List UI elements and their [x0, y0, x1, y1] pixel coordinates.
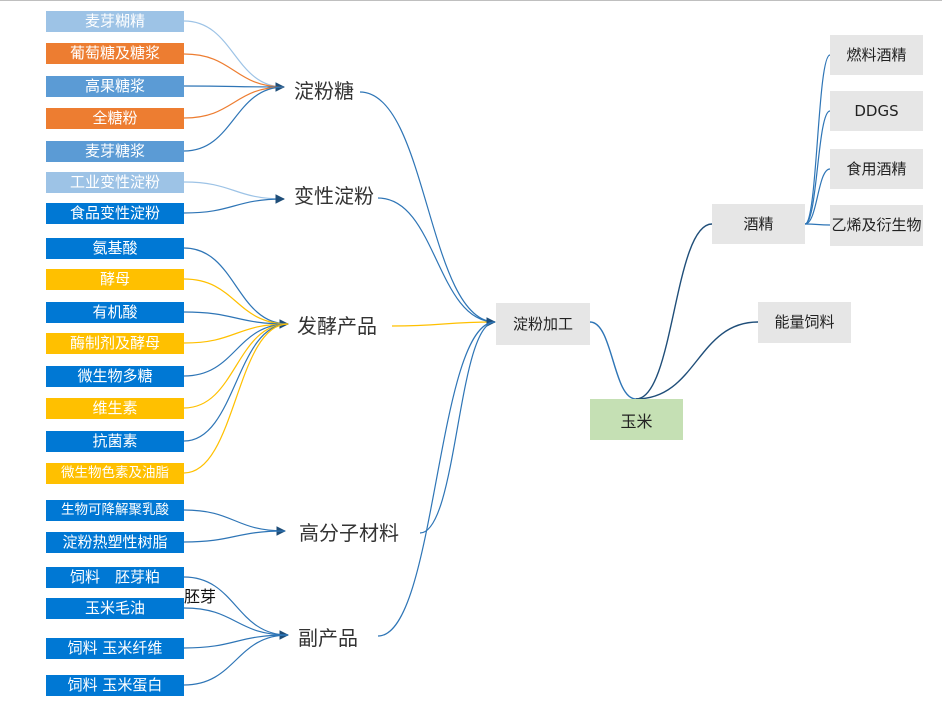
edge-modified-1	[183, 194, 285, 214]
edge-starch-sugar-3	[183, 86, 285, 119]
leaf-yeast: 酵母	[46, 269, 184, 290]
leaf-vitamin: 维生素	[46, 398, 184, 419]
leaf-organic-acid: 有机酸	[46, 302, 184, 323]
germ-label: 胚芽	[184, 587, 217, 606]
edge-byproduct-2	[183, 634, 289, 649]
edge-starch-sugar-0	[183, 20, 285, 88]
leaf-whole-sugar-powder: 全糖粉	[46, 108, 184, 129]
leaf-germ-meal-feed: 饲料 胚芽粕	[46, 567, 184, 588]
leaf-pla: 生物可降解聚乳酸	[46, 500, 184, 521]
edge-fermentation-4	[183, 323, 289, 377]
edge-modified-0	[183, 181, 285, 200]
leaf-enzyme-and-yeast: 酶制剂及酵母	[46, 333, 184, 354]
ethylene-derivatives-node: 乙烯及衍生物	[830, 205, 923, 246]
alcohol-node: 酒精	[712, 204, 805, 244]
category-starch-sugar: 淀粉糖	[294, 79, 354, 103]
leaf-industrial-modified-starch: 工业变性淀粉	[46, 172, 184, 193]
corn-root-node: 玉米	[590, 399, 683, 440]
edge-byproduct-1	[183, 607, 289, 636]
leaf-corn-fiber-feed: 饲料 玉米纤维	[46, 638, 184, 659]
edge-starch-sugar-2	[183, 82, 285, 92]
category-fermentation-products: 发酵产品	[297, 314, 377, 338]
edge-fermentation-5	[183, 323, 289, 409]
leaf-glucose-syrup: 葡萄糖及糖浆	[46, 43, 184, 64]
edge-fermentation-0	[183, 247, 289, 329]
edge-root-alcohol	[635, 223, 713, 400]
edible-alcohol-node: 食用酒精	[830, 149, 923, 189]
edge-fermentation-3	[183, 323, 289, 344]
edge-polymer-1	[183, 530, 286, 543]
edge-hub-0	[359, 91, 496, 323]
leaf-maltodextrin: 麦芽糊精	[46, 11, 184, 32]
leaf-hfcs: 高果糖浆	[46, 76, 184, 97]
leaf-microbial-polysaccharide: 微生物多糖	[46, 366, 184, 387]
edge-alcohol-3	[804, 223, 831, 226]
edge-alcohol-1	[804, 110, 831, 225]
category-modified-starch: 变性淀粉	[294, 184, 374, 208]
leaf-amino-acid: 氨基酸	[46, 238, 184, 259]
edge-byproduct-0	[183, 576, 289, 640]
edge-root-hub	[589, 321, 637, 400]
edge-hub-2	[391, 317, 496, 327]
leaf-thermoplastic-starch: 淀粉热塑性树脂	[46, 532, 184, 553]
category-by-products: 副产品	[298, 626, 358, 650]
leaf-microbial-pigment-oil: 微生物色素及油脂	[46, 463, 184, 484]
leaf-antibiotic: 抗菌素	[46, 431, 184, 452]
category-polymer-materials: 高分子材料	[299, 521, 399, 545]
edge-fermentation-6	[183, 323, 289, 442]
edge-hub-4	[377, 321, 496, 637]
edge-fermentation-2	[183, 311, 289, 325]
leaf-crude-corn-oil: 玉米毛油	[46, 598, 184, 619]
edge-hub-1	[377, 197, 496, 323]
fuel-ethanol-node: 燃料酒精	[830, 35, 923, 75]
edge-fermentation-7	[183, 323, 289, 474]
edge-root-feed	[635, 321, 759, 400]
edge-alcohol-0	[804, 54, 831, 225]
edge-starch-sugar-1	[183, 53, 285, 88]
top-border	[0, 0, 942, 1]
edge-fermentation-1	[183, 278, 289, 325]
edge-starch-sugar-4	[183, 86, 285, 152]
energy-feed-node: 能量饲料	[758, 302, 851, 343]
leaf-corn-protein-feed: 饲料 玉米蛋白	[46, 675, 184, 696]
edge-polymer-0	[183, 509, 286, 536]
leaf-maltose-syrup: 麦芽糖浆	[46, 141, 184, 162]
leaf-food-modified-starch: 食品变性淀粉	[46, 203, 184, 224]
edge-alcohol-2	[804, 168, 831, 225]
edge-byproduct-3	[183, 634, 289, 686]
ddgs-node: DDGS	[830, 91, 923, 131]
starch-processing-node: 淀粉加工	[496, 303, 590, 345]
edge-hub-3	[419, 321, 496, 534]
